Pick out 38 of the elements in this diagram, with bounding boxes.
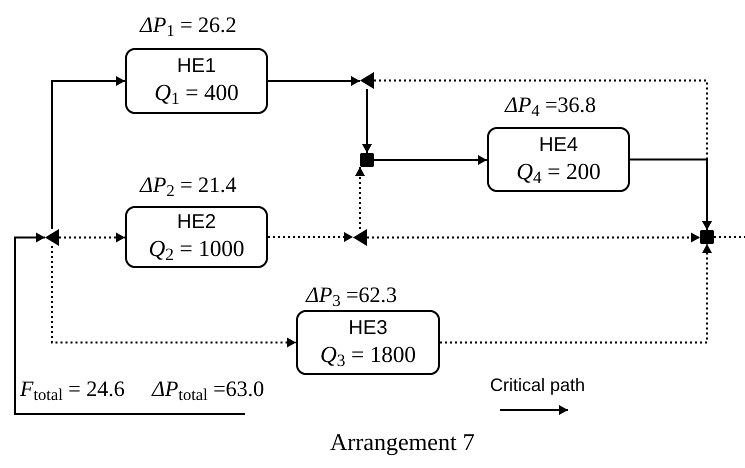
splitter-symbol: [360, 72, 374, 89]
heat-exchanger-box: [125, 48, 268, 114]
heat-duty-text: Q$_{1}$ = 400: [154, 79, 239, 108]
legend-text: Critical path: [490, 374, 586, 397]
pressure-drop-text: ΔP$_{4}$ =36.8: [505, 92, 596, 117]
pressure-drop-text: ΔP$_{1}$ = 26.2: [140, 12, 237, 37]
dotted-flow-line: [268, 232, 353, 242]
pressure-drop-text: ΔP$_{2}$ = 21.4: [140, 172, 237, 197]
pressure-drop-text: ΔP$_{3}$ =62.3: [306, 282, 398, 307]
dotted-flow-line: [51, 246, 296, 348]
dotted-flow-line: [714, 236, 745, 238]
heat-exchanger-box: [296, 310, 440, 375]
dotted-flow-line: [355, 167, 365, 229]
dotted-flow-line: [440, 244, 712, 344]
heat-exchanger-box: [487, 127, 630, 192]
splitter-symbol: [353, 229, 367, 246]
flow-line: [630, 158, 712, 230]
mixer-symbol: [700, 230, 714, 244]
exchanger-name: HE2: [177, 210, 216, 236]
exchanger-name: HE4: [539, 132, 578, 158]
heat-duty-text: Q$_{4}$ = 200: [516, 158, 601, 186]
flow-line: [51, 76, 125, 229]
exchanger-name: HE1: [177, 54, 216, 80]
flow-line: [362, 89, 372, 153]
total-value-text: F$_{total}$ = 24.6: [20, 376, 125, 401]
heat-duty-text: Q$_{3}$ = 1800: [320, 340, 416, 370]
total-value-text: ΔP$_{total}$ =63.0: [152, 376, 264, 401]
flow-line: [14, 232, 245, 415]
caption: Arrangement 7: [330, 429, 475, 458]
mixer-symbol: [360, 153, 374, 167]
flow-line: [374, 155, 487, 165]
heat-exchanger-box: [125, 206, 268, 268]
splitter-symbol: [45, 229, 59, 246]
heat-duty-text: Q$_{2}$ = 1000: [148, 235, 244, 264]
dotted-flow-line: [59, 232, 125, 242]
dotted-flow-line: [367, 232, 700, 242]
exchanger-name: HE3: [348, 316, 388, 341]
flow-line: [268, 76, 360, 86]
